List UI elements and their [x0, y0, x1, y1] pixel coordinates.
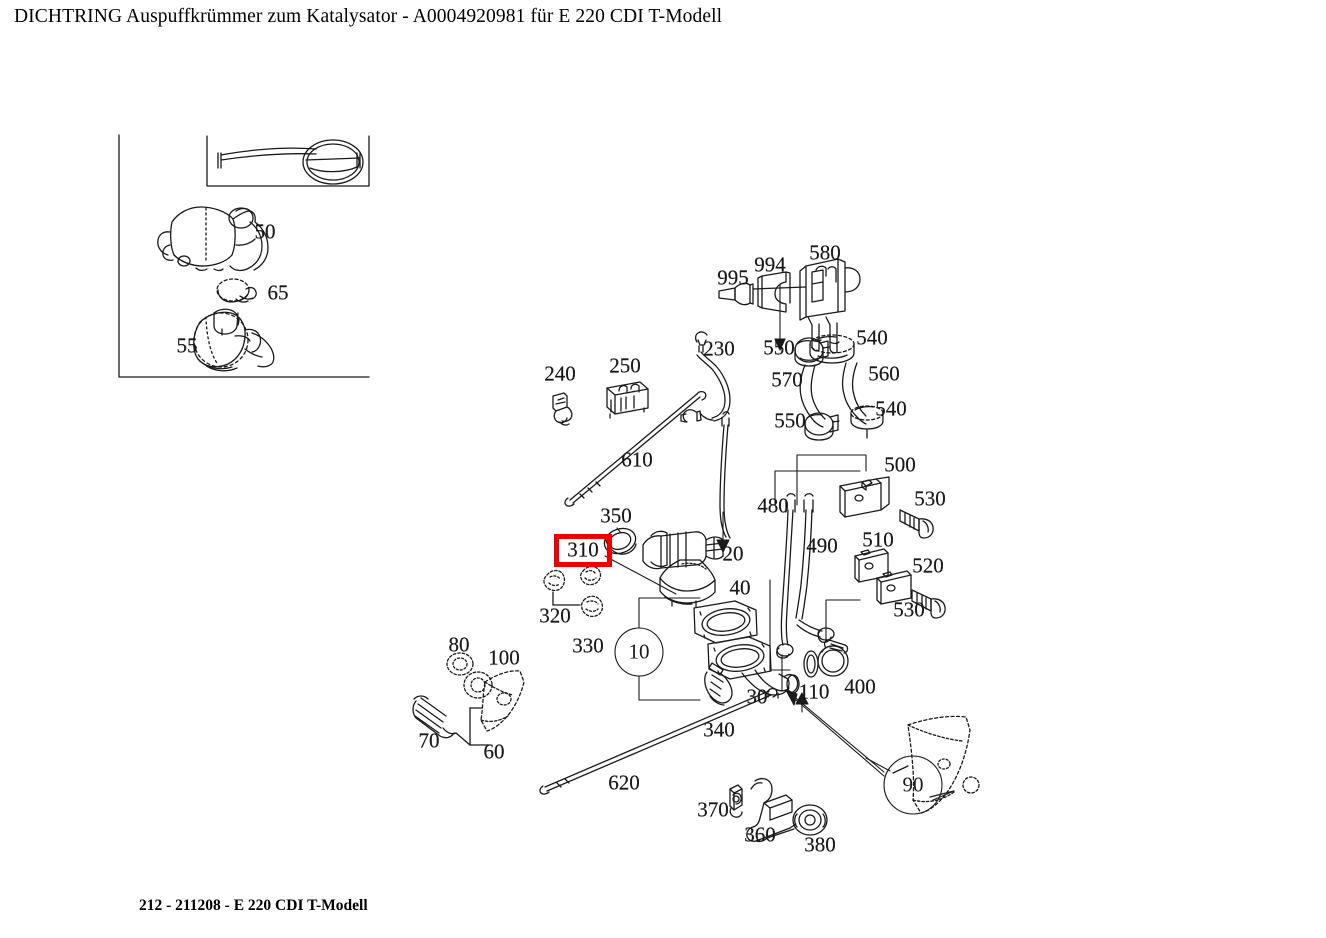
callout-label-30: 30 [746, 684, 768, 709]
page-title: DICHTRING Auspuffkrümmer zum Katalysator… [14, 6, 723, 27]
inset-ring-detail [217, 139, 364, 185]
rod-vertical [719, 411, 731, 539]
part-994 [757, 271, 791, 313]
callout-label-100: 100 [488, 645, 520, 670]
part-400 [817, 639, 849, 677]
callout-label-80: 80 [448, 632, 470, 657]
callout-label-340: 340 [703, 717, 735, 742]
callout-label-50: 50 [254, 219, 276, 244]
callout-label-530: 530 [914, 486, 946, 511]
callout-label-360: 360 [744, 822, 776, 847]
callout-label-520: 520 [912, 553, 944, 578]
callout-label-250: 250 [609, 353, 641, 378]
part-340 [704, 662, 733, 706]
callout-label-370: 370 [697, 797, 729, 822]
leader-lines [604, 284, 955, 815]
callout-label-380: 380 [804, 832, 836, 857]
part-40 [693, 600, 772, 680]
part-480 [776, 493, 796, 659]
callout-label-310: 310 [567, 537, 599, 562]
part-370 [729, 784, 743, 818]
callout-label-500: 500 [884, 452, 916, 477]
callout-label-350: 350 [600, 503, 632, 528]
callout-label-55: 55 [176, 333, 198, 358]
part-320 [543, 569, 581, 606]
part-530-lower [911, 589, 946, 619]
callout-label-90: 90 [902, 772, 924, 797]
part-230 [680, 331, 731, 423]
callout-label-580: 580 [809, 240, 841, 265]
part-520 [876, 570, 912, 605]
callout-label-330: 330 [572, 633, 604, 658]
callout-label-70: 70 [418, 728, 440, 753]
callout-label-540: 540 [875, 396, 907, 421]
part-540-upper [809, 334, 855, 364]
callout-label-560: 560 [868, 361, 900, 386]
callout-label-550: 550 [774, 408, 806, 433]
callout-label-510: 510 [862, 527, 894, 552]
callout-label-110: 110 [798, 679, 830, 704]
part-360 [746, 777, 797, 843]
part-540-lower [850, 405, 884, 439]
part-350 [603, 527, 637, 555]
callout-label-400: 400 [844, 674, 876, 699]
callout-label-995: 995 [717, 265, 749, 290]
callout-label-240: 240 [544, 361, 576, 386]
part-310 [579, 565, 602, 586]
part-580 [752, 258, 861, 354]
part-110 [803, 650, 819, 678]
inset-frame [118, 134, 370, 378]
part-550-lower [804, 412, 840, 441]
inset-part-65 [216, 278, 257, 303]
part-20 [642, 530, 724, 608]
inset-part-55 [193, 308, 275, 372]
callout-label-10: 10 [628, 639, 650, 664]
callout-label-570: 570 [771, 367, 803, 392]
part-995 [718, 282, 754, 306]
callout-label-320: 320 [539, 603, 571, 628]
part-70 [412, 695, 471, 746]
callout-label-480: 480 [757, 493, 789, 518]
part-90 [892, 715, 980, 814]
callout-label-540: 540 [856, 325, 888, 350]
part-80 [446, 652, 474, 676]
part-560 [841, 362, 867, 425]
callout-label-620: 620 [608, 770, 640, 795]
part-550-upper [794, 337, 830, 367]
part-610 [564, 390, 707, 507]
part-100 [463, 671, 493, 699]
part-380 [792, 804, 828, 836]
callout-label-490: 490 [806, 533, 838, 558]
callout-label-610: 610 [621, 447, 653, 472]
callout-label-65: 65 [267, 280, 289, 305]
part-240 [552, 392, 573, 426]
callout-label-20: 20 [722, 541, 744, 566]
callout-label-60: 60 [483, 739, 505, 764]
callout-label-550: 550 [763, 335, 795, 360]
footer-text: 212 - 211208 - E 220 CDI T-Modell [139, 897, 368, 914]
callout-label-994: 994 [754, 252, 786, 277]
part-500 [839, 476, 890, 518]
callout-label-40: 40 [729, 575, 751, 600]
part-330 [580, 595, 604, 618]
part-250 [606, 381, 649, 419]
part-490 [795, 493, 835, 643]
callout-label-230: 230 [703, 336, 735, 361]
part-530-upper [899, 509, 934, 539]
callout-label-530: 530 [893, 597, 925, 622]
part-60 [469, 670, 525, 746]
inset-part-50 [157, 206, 269, 272]
part-620 [539, 687, 778, 795]
